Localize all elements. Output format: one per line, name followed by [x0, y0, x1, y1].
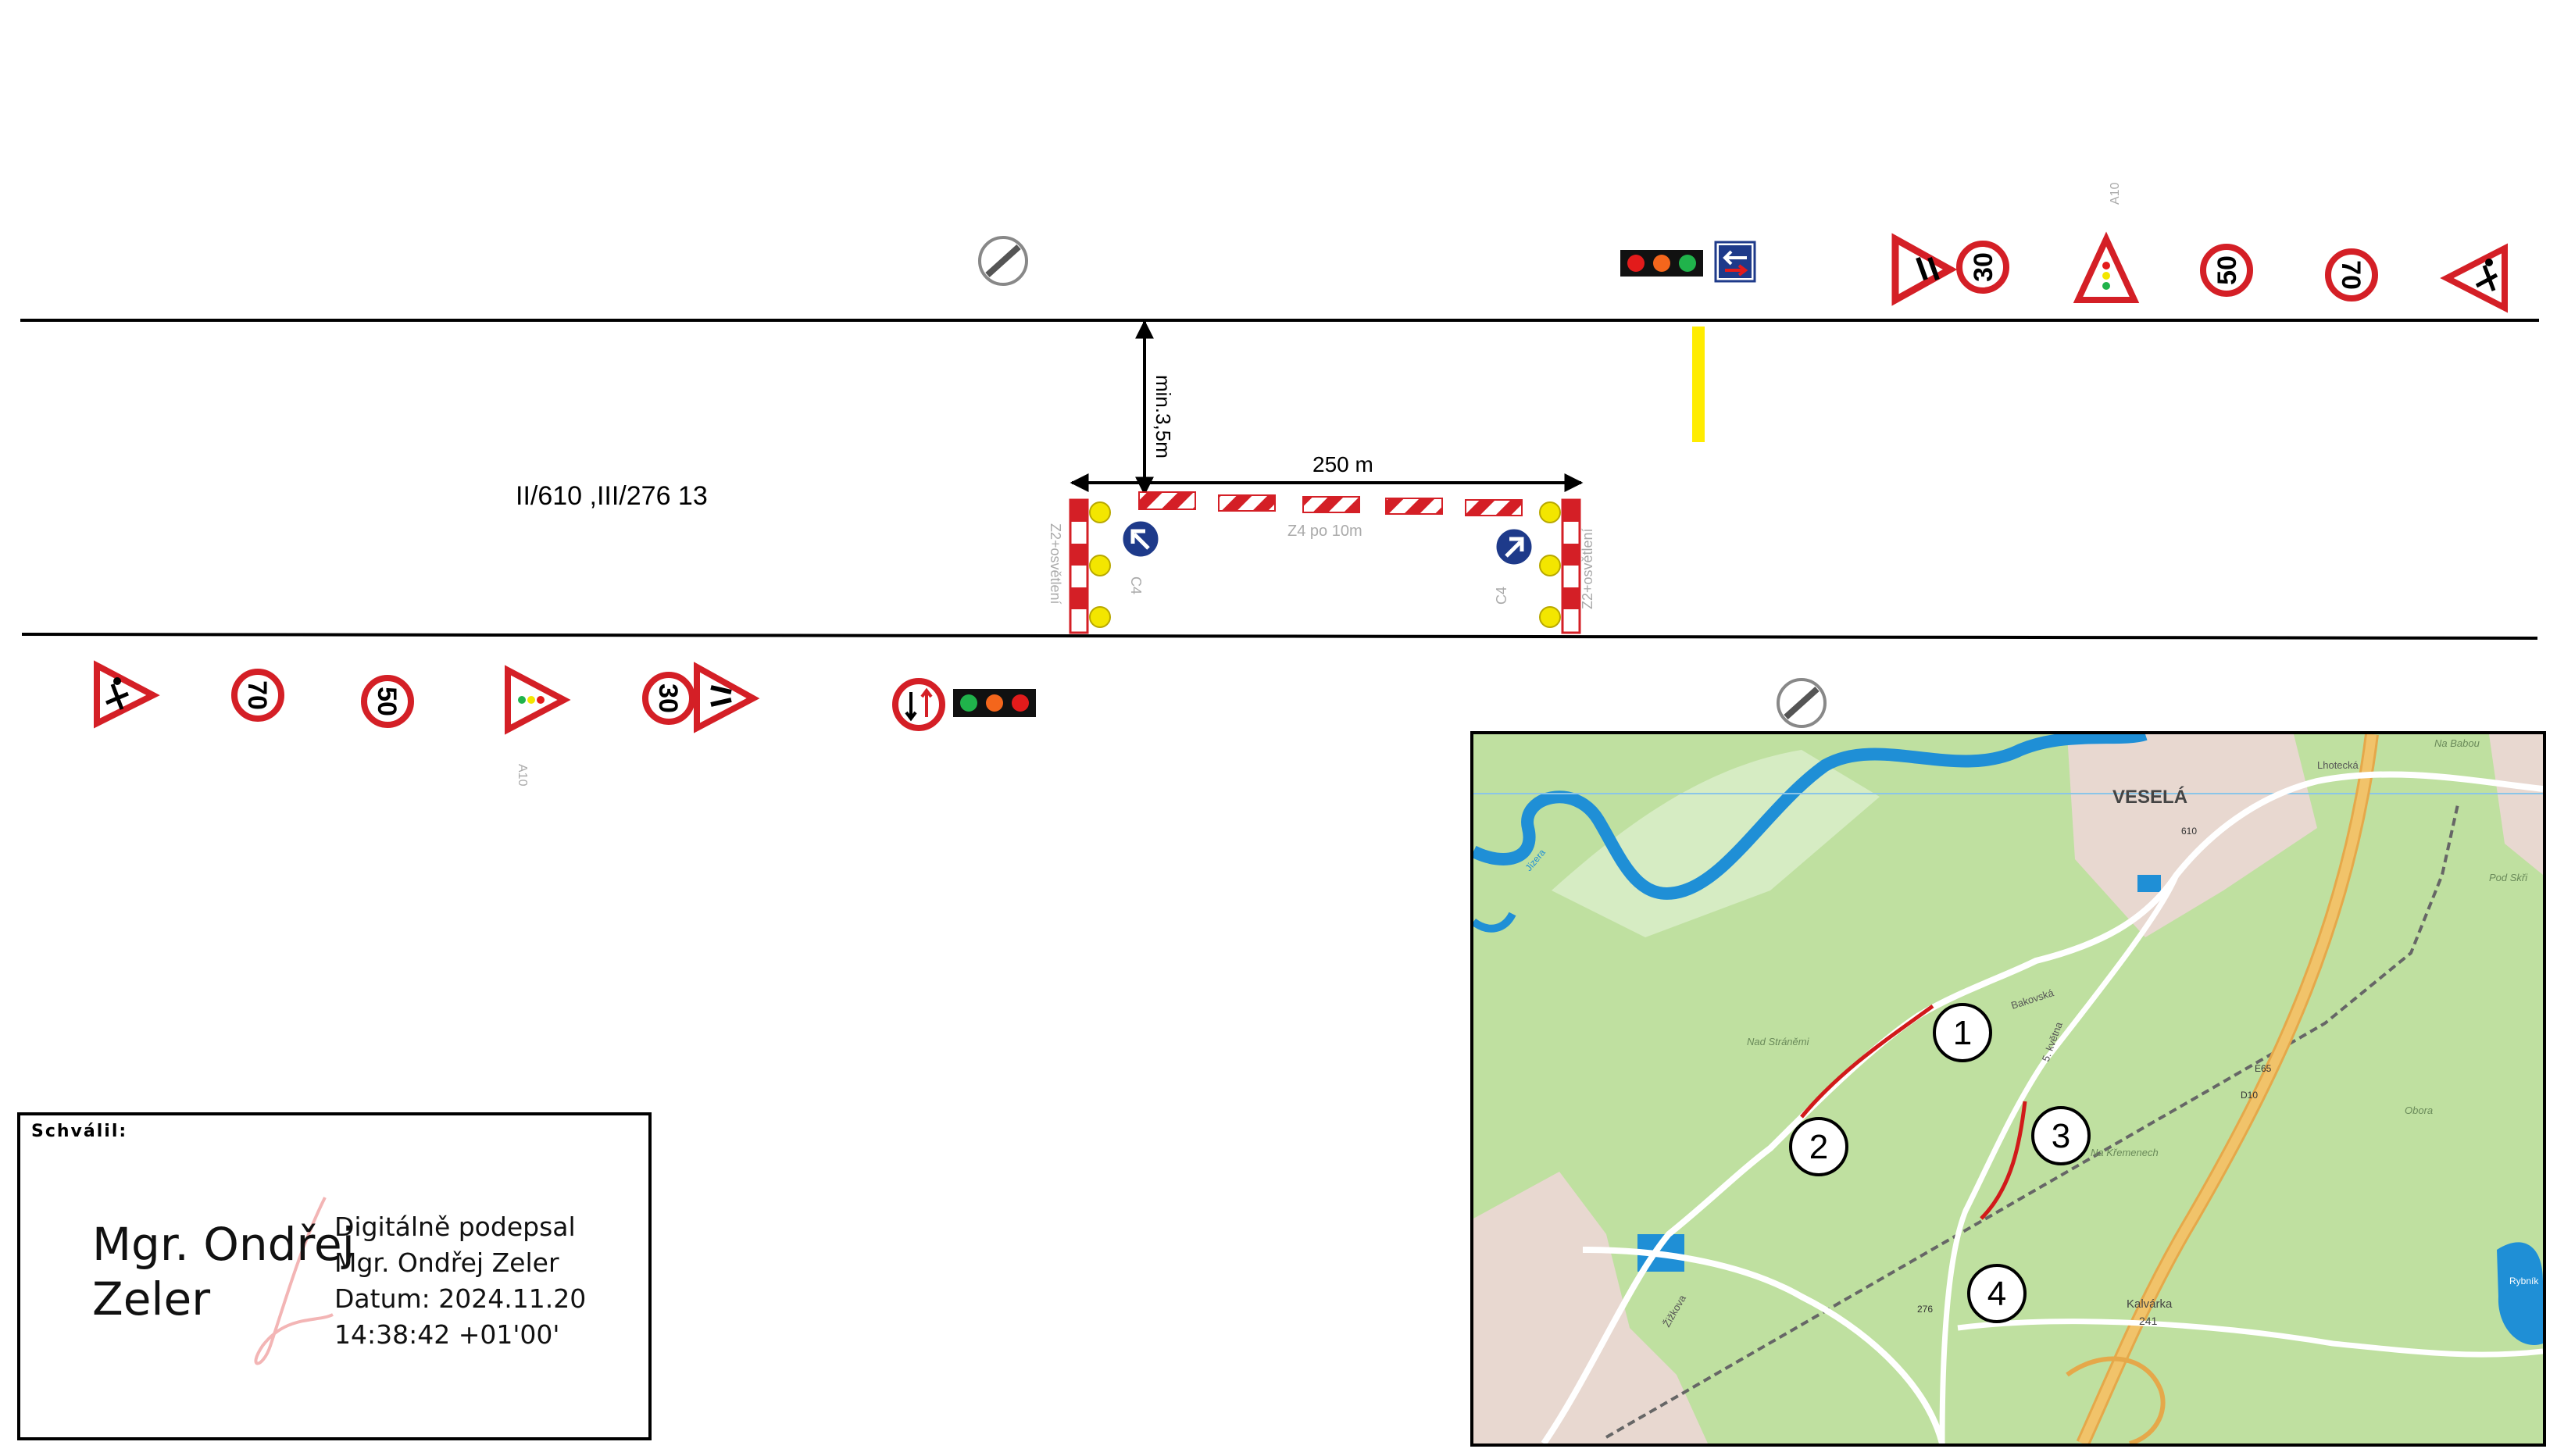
barrier-segment — [1302, 496, 1360, 513]
svg-text:50: 50 — [2212, 255, 2242, 285]
warning-lights-right — [1539, 501, 1561, 628]
stop-line — [1692, 327, 1705, 442]
closed-section-1-2 — [1800, 1004, 1934, 1119]
road-narrows-sign — [694, 662, 760, 733]
road-edge-bottom — [21, 633, 2538, 640]
a10-label-top: A10 — [2109, 182, 2122, 205]
area-label: Kalvárka — [2127, 1297, 2173, 1311]
svg-text:50: 50 — [372, 687, 402, 716]
speed-limit-50-sign: 50 — [2200, 244, 2253, 297]
svg-text:1: 1 — [1953, 1014, 1972, 1052]
svg-text:70: 70 — [2336, 260, 2366, 290]
traffic-light-warning-sign — [2073, 231, 2140, 303]
a10-label-bottom: A10 — [516, 764, 529, 787]
roadworks-sign — [2440, 243, 2508, 313]
svg-text:4: 4 — [1987, 1275, 2006, 1313]
barrier-label: Z4 po 10m — [1287, 523, 1362, 540]
priority-oncoming-sign — [1714, 241, 1756, 283]
area-label: Pod Skři — [2489, 872, 2528, 883]
warning-lights-left — [1089, 501, 1111, 628]
svg-text:30: 30 — [1969, 252, 1998, 282]
digital-signature-details: Digitálně podepsal Mgr. Ondřej Zeler Dat… — [334, 1212, 587, 1350]
road-number: E65 — [2255, 1063, 2272, 1074]
end-of-restrictions-sign — [1777, 678, 1827, 728]
clearance-label: min.3,5m — [1152, 375, 1175, 459]
approval-box: Schválil: Mgr. Ondřej Zeler Digitálně po… — [17, 1112, 652, 1440]
end-barrier-label-left: Z2+osvětlení — [1048, 523, 1063, 605]
urban-area — [1473, 1172, 1708, 1444]
road-number: D10 — [2241, 1090, 2258, 1101]
marker-2: 2 — [1789, 1117, 1848, 1176]
road-276 — [1582, 1247, 1945, 1444]
end-barrier-label-right: Z2+osvětlení — [1580, 528, 1595, 609]
area-label: Obora — [2405, 1104, 2433, 1116]
road-number: 276 — [1917, 1304, 1933, 1315]
water-label: Rybník — [2509, 1276, 2539, 1286]
pond — [2497, 1242, 2543, 1345]
svg-text:70: 70 — [242, 680, 272, 710]
area-label: Nad Stráněmi — [1747, 1036, 1810, 1047]
keep-left-sign — [1494, 526, 1534, 567]
traffic-light-warning-sign — [505, 665, 571, 735]
traffic-light — [953, 689, 1036, 717]
river — [1473, 734, 2148, 900]
street-label: Lhotecká — [2317, 759, 2359, 771]
give-way-oncoming-sign — [892, 678, 945, 731]
svg-text:2: 2 — [1809, 1128, 1828, 1166]
speed-limit-70-sign: 70 — [231, 669, 284, 722]
elevation-label: 241 — [2139, 1315, 2158, 1327]
barrier-segment — [1465, 499, 1523, 516]
road-number: 610 — [2181, 826, 2197, 837]
approver-name: Mgr. Ondřej Zeler — [92, 1218, 355, 1326]
marker-3: 3 — [2031, 1106, 2091, 1165]
marker-4: 4 — [1967, 1264, 2027, 1323]
location-map: 1 2 3 4 VESELÁ Bakovská 5. května Nad St… — [1470, 731, 2546, 1447]
road-610 — [1541, 771, 2543, 1444]
svg-text:3: 3 — [2052, 1117, 2070, 1155]
speed-limit-30-sign: 30 — [1956, 241, 2009, 294]
area-label: Na Křemenech — [2091, 1147, 2159, 1158]
speed-limit-70-sign: 70 — [2325, 248, 2378, 302]
town-label: VESELÁ — [2112, 786, 2187, 808]
c4-label-right: C4 — [1494, 587, 1509, 605]
c4-label-left: C4 — [1128, 576, 1144, 594]
svg-text:30: 30 — [653, 683, 683, 713]
area-label: Na Babou — [2434, 737, 2480, 749]
barrier-segment — [1385, 498, 1443, 515]
road-narrows-sign — [1891, 233, 1958, 306]
closed-section-3-4 — [1980, 1101, 2027, 1220]
traffic-light — [1620, 250, 1703, 277]
signature-mark — [254, 1197, 334, 1365]
marker-1: 1 — [1933, 1003, 1992, 1062]
end-of-restrictions-sign — [978, 236, 1028, 286]
approval-heading: Schválil: — [31, 1122, 128, 1141]
keep-right-sign — [1120, 519, 1161, 559]
roadworks-sign — [94, 660, 160, 729]
barrier-segment — [1218, 494, 1276, 512]
urban-area — [2067, 734, 2317, 937]
railway — [1605, 804, 2459, 1439]
barrier-segment — [1138, 491, 1196, 510]
speed-limit-50-sign: 50 — [361, 675, 414, 728]
length-label: 250 m — [1312, 452, 1373, 476]
road-label: II/610 ,III/276 13 — [516, 481, 708, 511]
speed-limit-30-sign: 30 — [642, 672, 695, 725]
